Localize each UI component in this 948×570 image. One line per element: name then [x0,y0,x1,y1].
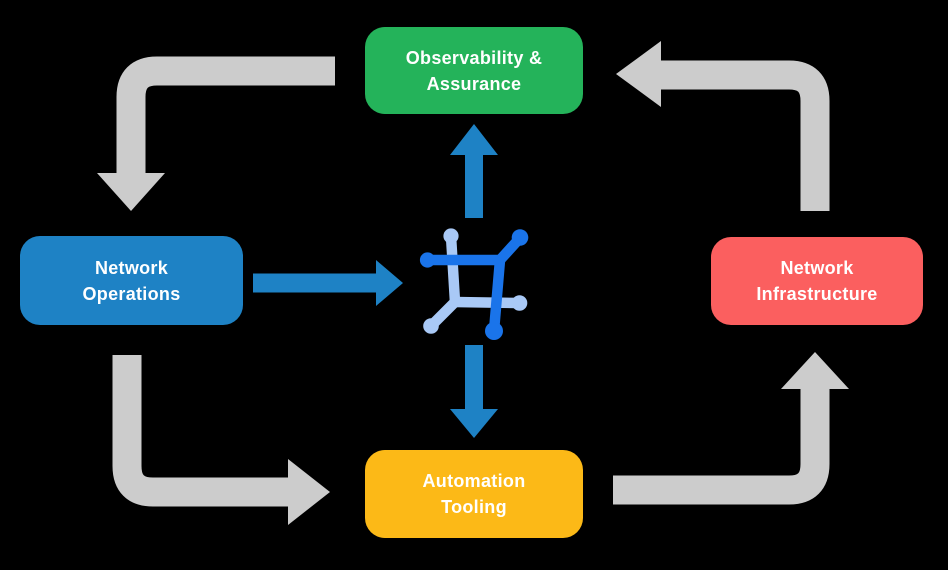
flow-arrow-operations-to-center [253,260,403,306]
mesh-dark-node-left [419,252,436,268]
cycle-arrow-shaft [613,389,830,505]
node-automation-tooling: Automation Tooling [365,450,583,538]
node-label-line1: Automation [422,471,526,491]
cycle-arrow-operations-to-automation [112,355,330,525]
flow-arrow-center-to-automation [450,345,498,438]
mesh-light-node-top [443,228,459,244]
node-label-line2: Assurance [426,73,522,94]
cycle-arrowhead-up-icon [781,352,849,389]
network-mesh-icon [419,228,529,340]
node-label-line2: Tooling [441,497,507,517]
flow-arrowhead-right-icon [376,260,403,306]
cycle-arrow-infrastructure-to-observability [616,41,830,211]
node-network-infrastructure: Network Infrastructure [711,237,923,325]
node-label-line2: Infrastructure [756,284,878,304]
cycle-arrowhead-down-icon [97,173,165,211]
cycle-arrow-shaft [112,355,288,507]
mesh-dark-node-bottom [485,322,503,340]
flow-arrow-center-to-observability [450,124,498,218]
cycle-arrowhead-left-icon [616,41,661,107]
node-label-line1: Observability & [405,47,543,68]
flow-arrowhead-up-icon [450,124,498,155]
cycle-arrow-observability-to-operations [97,56,335,211]
mesh-light-node-bottom-left [423,318,439,334]
mesh-light-node-right [511,295,528,311]
mesh-light-left-edge [445,230,461,308]
node-label-line2: Operations [82,283,181,304]
mesh-dark-node-top-right [511,229,529,246]
mesh-light-bottom-edge [449,296,525,309]
flow-arrowhead-down-icon [450,409,498,438]
cycle-arrowhead-right-icon [288,459,330,525]
cycle-arrow-shaft [116,56,335,176]
node-network-operations: Network Operations [20,236,243,325]
node-observability-assurance: Observability & Assurance [365,27,583,114]
node-label-line1: Network [94,257,169,278]
mesh-dark-right-edge [488,254,506,337]
cycle-arrow-automation-to-infrastructure [613,352,849,505]
node-label-line1: Network [780,258,854,278]
cycle-arrow-shaft [661,60,830,211]
